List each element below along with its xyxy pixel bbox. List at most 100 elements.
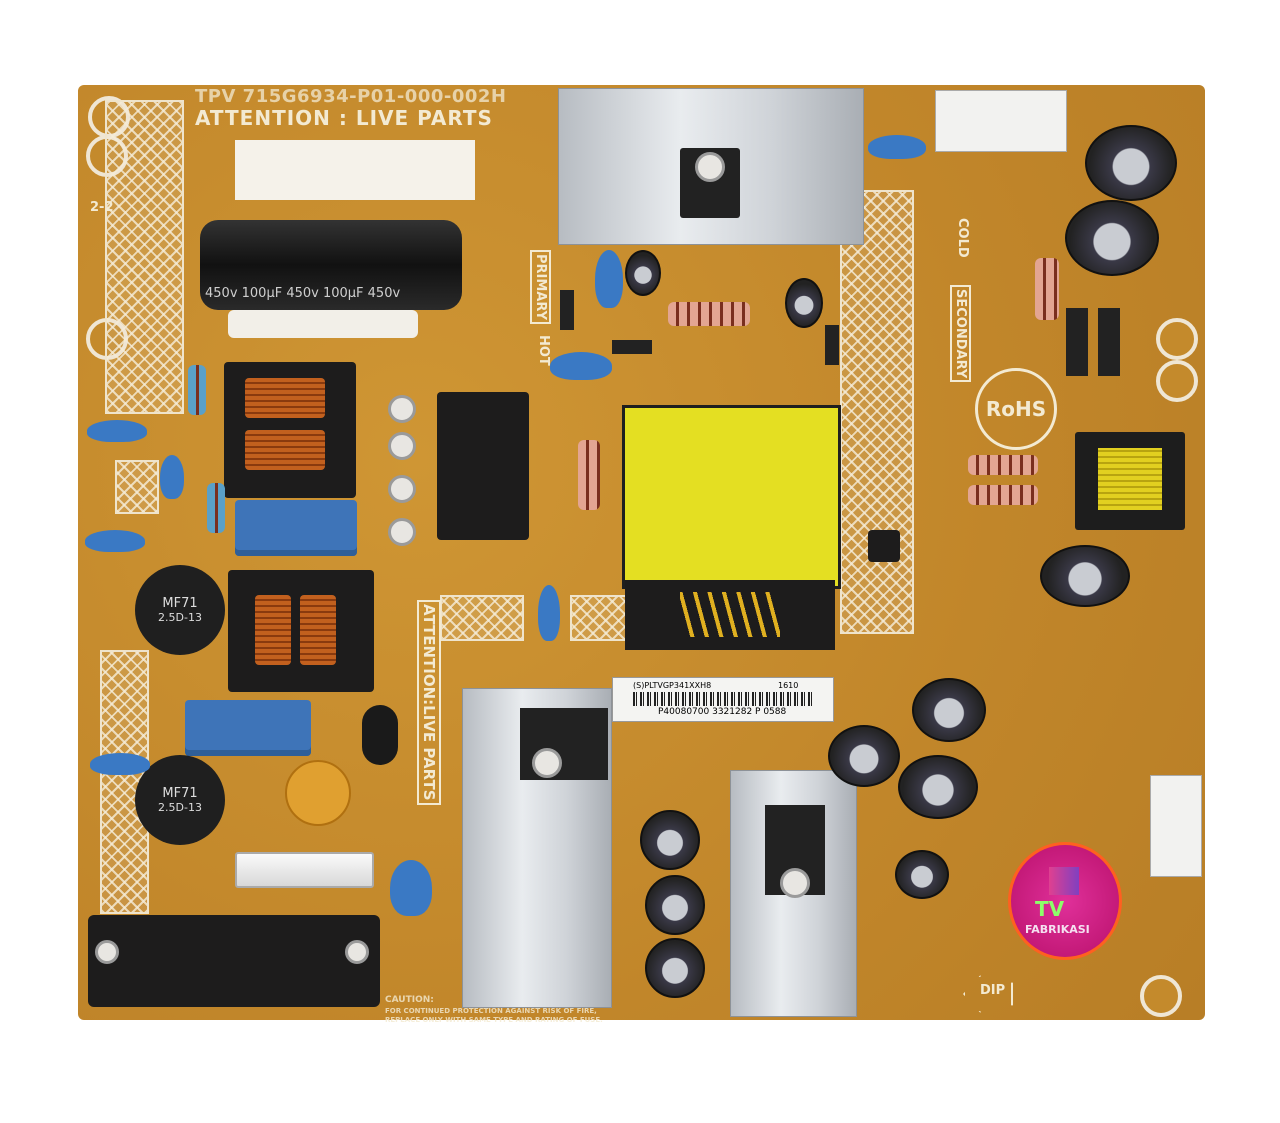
sticker-code: 1610 xyxy=(778,681,799,690)
solder-pad xyxy=(388,475,416,503)
signal-connector xyxy=(1150,775,1202,877)
ac-input-connector xyxy=(88,915,380,1007)
resistor xyxy=(968,485,1038,505)
attention-label: ATTENTION : LIVE PARTS xyxy=(195,106,493,130)
logo-text-fabrikasi: FABRIKASI xyxy=(1025,923,1090,936)
electrolytic-capacitor xyxy=(828,725,900,787)
choke-winding xyxy=(245,430,325,470)
electrolytic-capacitor xyxy=(912,678,986,742)
ceramic-capacitor xyxy=(90,753,150,775)
solder-pad xyxy=(388,432,416,460)
caution-title: CAUTION: xyxy=(385,995,434,1005)
diode xyxy=(825,325,839,365)
caution-line-2: REPLACE ONLY WITH SAME TYPE AND RATING O… xyxy=(385,1016,603,1024)
isolation-mesh xyxy=(115,460,159,514)
thermistor-label: MF71 xyxy=(162,786,198,801)
choke-winding xyxy=(255,595,291,665)
resistor xyxy=(1035,258,1059,320)
screw xyxy=(695,152,725,182)
solder-pad xyxy=(388,395,416,423)
fuse xyxy=(235,852,374,888)
resistor xyxy=(188,365,206,415)
resistor xyxy=(668,302,750,326)
varistor xyxy=(285,760,351,826)
x-capacitor xyxy=(185,700,311,756)
ceramic-capacitor xyxy=(85,530,145,552)
ceramic-capacitor xyxy=(160,455,184,499)
output-connector xyxy=(935,90,1067,152)
diode xyxy=(560,290,574,330)
live-parts-label: ATTENTION:LIVE PARTS xyxy=(417,600,441,805)
logo-emblem xyxy=(1049,867,1079,895)
screw xyxy=(532,748,562,778)
electrolytic-capacitor xyxy=(1040,545,1130,607)
isolation-mesh xyxy=(440,595,524,641)
isolation-mesh xyxy=(105,100,184,414)
electrolytic-capacitor xyxy=(640,810,700,870)
diode xyxy=(1098,308,1120,376)
rohs-text: RoHS xyxy=(985,397,1047,421)
ceramic-capacitor xyxy=(550,352,612,380)
board-part-code: TPV 715G6934-P01-000-002H xyxy=(195,86,507,107)
resistor xyxy=(578,440,600,510)
isolation-mesh xyxy=(570,595,629,641)
screw xyxy=(95,940,119,964)
tv-fabrikasi-logo: TV FABRIKASI xyxy=(1008,842,1122,960)
resistor xyxy=(968,455,1038,475)
mounting-hole xyxy=(1156,360,1198,402)
inductor xyxy=(362,705,398,765)
main-transformer xyxy=(622,405,841,589)
thermistor-label: MF71 xyxy=(162,596,198,611)
electrolytic-capacitor xyxy=(895,850,949,899)
thermistor-rating: 2.5D-13 xyxy=(158,801,202,814)
choke-winding xyxy=(300,595,336,665)
isolation-mesh xyxy=(840,190,914,634)
logo-text-tv: TV xyxy=(1035,897,1065,921)
thermistor-rating: 2.5D-13 xyxy=(158,611,202,624)
electrolytic-capacitor xyxy=(898,755,978,819)
ceramic-capacitor xyxy=(868,135,926,159)
transformer-winding xyxy=(1098,448,1162,510)
thermistor: MF71 2.5D-13 xyxy=(135,755,225,845)
choke-winding xyxy=(245,378,325,418)
primary-label: PRIMARY xyxy=(530,250,551,325)
electrolytic-capacitor xyxy=(625,250,661,296)
cold-label: COLD xyxy=(955,218,970,258)
electrolytic-capacitor xyxy=(785,278,823,328)
barcode-sticker: (S)PLTVGP341XXH8 1610 P40080700 3321282 … xyxy=(612,677,834,722)
barcode xyxy=(633,692,813,706)
electrolytic-capacitor xyxy=(1065,200,1159,276)
x-capacitor xyxy=(235,500,357,556)
sticker-model: (S)PLTVGP341XXH8 xyxy=(633,681,712,690)
ceramic-capacitor xyxy=(595,250,623,308)
bulk-capacitor-print: 450v 100μF 450v 100μF 450v xyxy=(205,286,401,301)
diode xyxy=(1066,308,1088,376)
transformer-winding xyxy=(680,592,780,637)
screw xyxy=(780,868,810,898)
electrolytic-capacitor xyxy=(645,938,705,998)
dip-label: DIP xyxy=(980,983,1006,998)
ic-chip xyxy=(868,530,900,562)
mounting-hole xyxy=(1156,318,1198,360)
diode xyxy=(612,340,652,354)
caution-line-1: FOR CONTINUED PROTECTION AGAINST RISK OF… xyxy=(385,1007,597,1015)
ceramic-capacitor xyxy=(538,585,560,641)
electrolytic-capacitor xyxy=(1085,125,1177,201)
mounting-hole xyxy=(1140,975,1182,1017)
label-area xyxy=(235,140,475,200)
secondary-label: SECONDARY xyxy=(950,285,971,383)
bulk-capacitor xyxy=(200,220,462,310)
thermistor: MF71 2.5D-13 xyxy=(135,565,225,655)
screw xyxy=(345,940,369,964)
resistor xyxy=(207,483,225,533)
ceramic-capacitor xyxy=(87,420,147,442)
sticker-barcode-number: P40080700 3321282 P 0588 xyxy=(658,707,787,717)
rohs-mark: RoHS xyxy=(975,368,1057,450)
ceramic-capacitor xyxy=(390,860,432,916)
electrolytic-capacitor xyxy=(645,875,705,935)
corner-mark: 2-2 xyxy=(90,200,114,215)
hot-label: HOT xyxy=(536,335,551,366)
solder-pad xyxy=(388,518,416,546)
bridge-rectifier xyxy=(437,392,529,540)
capacitor-holder xyxy=(228,310,418,338)
